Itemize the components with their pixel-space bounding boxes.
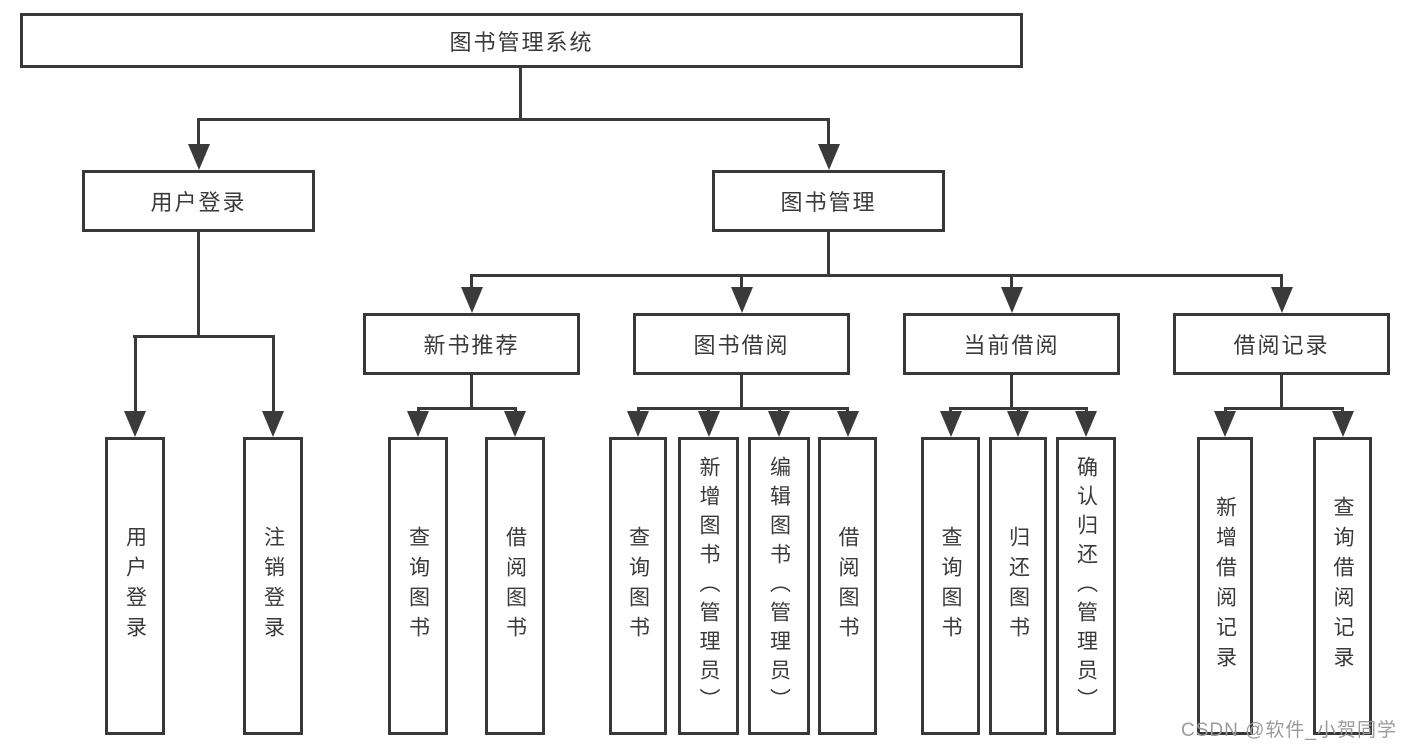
connector-user-login-stem bbox=[197, 232, 200, 338]
arrow-to-current-borrow bbox=[1000, 274, 1023, 313]
arrow-to-leaf-confirm-return-admin bbox=[1075, 407, 1097, 437]
node-user-login: 用户登录 bbox=[82, 170, 315, 232]
connector-book-management-split-line bbox=[470, 274, 1283, 277]
leaf-return-book: 归还图书 bbox=[989, 437, 1047, 735]
leaf-label: 新增借阅记录 bbox=[1213, 496, 1237, 676]
node-label: 图书管理 bbox=[780, 190, 877, 215]
connector-new-book-recommend-stem bbox=[470, 375, 473, 410]
arrow-to-leaf-query-books-2 bbox=[627, 407, 649, 437]
node-library-management-system: 图书管理系统 bbox=[20, 13, 1023, 68]
node-book-borrow: 图书借阅 bbox=[633, 313, 850, 375]
arrow-to-leaf-query-books-3 bbox=[939, 407, 962, 437]
leaf-label: 查询借阅记录 bbox=[1331, 496, 1354, 676]
leaf-label: 借阅图书 bbox=[503, 526, 527, 646]
node-label: 新书推荐 bbox=[423, 333, 520, 358]
leaf-label: 归还图书 bbox=[1006, 526, 1030, 646]
node-label: 图书管理系统 bbox=[449, 29, 594, 55]
connector-borrow-records-split-line bbox=[1223, 407, 1344, 410]
node-label: 当前借阅 bbox=[963, 333, 1060, 358]
leaf-add-borrow-record: 新增借阅记录 bbox=[1197, 437, 1253, 735]
connector-root-split-line bbox=[197, 118, 830, 121]
connector-book-borrow-split-line bbox=[636, 407, 849, 410]
node-new-book-recommend: 新书推荐 bbox=[363, 313, 580, 375]
leaf-borrow-books-2: 借阅图书 bbox=[818, 437, 877, 735]
arrow-to-leaf-logout bbox=[262, 335, 284, 437]
node-label: 图书借阅 bbox=[693, 333, 790, 358]
arrow-to-book-borrow bbox=[730, 274, 753, 313]
csdn-watermark: CSDN @软件_小贺同学 bbox=[1181, 720, 1397, 741]
connector-current-borrow-stem bbox=[1010, 375, 1013, 410]
arrow-to-leaf-add-book-admin bbox=[697, 407, 720, 437]
leaf-add-book-admin: 新增图书（管理员） bbox=[678, 437, 739, 735]
arrow-to-leaf-query-borrow-record bbox=[1331, 407, 1354, 437]
arrow-to-leaf-add-borrow-record bbox=[1214, 407, 1236, 437]
arrow-to-leaf-user-login bbox=[124, 335, 146, 437]
arrow-to-book-management bbox=[817, 118, 840, 170]
node-label: 用户登录 bbox=[150, 190, 247, 215]
leaf-user-login: 用户登录 bbox=[105, 437, 165, 735]
connector-new-book-recommend-split-line bbox=[416, 407, 517, 410]
connector-book-borrow-stem bbox=[740, 375, 743, 410]
leaf-query-borrow-record: 查询借阅记录 bbox=[1313, 437, 1372, 735]
leaf-query-books-1: 查询图书 bbox=[388, 437, 448, 735]
leaf-label: 查询图书 bbox=[406, 526, 430, 646]
leaf-label: 编辑图书（管理员） bbox=[767, 455, 791, 717]
node-book-management: 图书管理 bbox=[712, 170, 945, 232]
leaf-query-books-3: 查询图书 bbox=[921, 437, 980, 735]
leaf-logout: 注销登录 bbox=[243, 437, 303, 735]
connector-user-login-split-line bbox=[133, 335, 275, 338]
leaf-confirm-return-admin: 确认归还（管理员） bbox=[1056, 437, 1116, 735]
leaf-edit-book-admin: 编辑图书（管理员） bbox=[748, 437, 810, 735]
arrow-to-new-book-recommend bbox=[460, 274, 483, 313]
arrow-to-user-login bbox=[187, 118, 210, 170]
leaf-label: 查询图书 bbox=[626, 526, 650, 646]
arrow-to-leaf-query-books-1 bbox=[407, 407, 429, 437]
node-current-borrow: 当前借阅 bbox=[903, 313, 1120, 375]
arrow-to-borrow-records bbox=[1270, 274, 1293, 313]
arrow-to-leaf-borrow-books-1 bbox=[504, 407, 526, 437]
leaf-label: 确认归还（管理员） bbox=[1074, 455, 1098, 717]
connector-root-stem bbox=[519, 68, 522, 121]
leaf-query-books-2: 查询图书 bbox=[609, 437, 667, 735]
connector-borrow-records-stem bbox=[1280, 375, 1283, 410]
leaf-label: 借阅图书 bbox=[836, 526, 859, 646]
leaf-label: 注销登录 bbox=[261, 526, 285, 646]
leaf-label: 新增图书（管理员） bbox=[697, 455, 720, 717]
leaf-label: 用户登录 bbox=[123, 526, 147, 646]
arrow-to-leaf-edit-book-admin bbox=[768, 407, 790, 437]
arrow-to-leaf-return-book bbox=[1007, 407, 1029, 437]
leaf-borrow-books-1: 借阅图书 bbox=[485, 437, 545, 735]
connector-book-management-stem bbox=[827, 232, 830, 277]
arrow-to-leaf-borrow-books-2 bbox=[836, 407, 859, 437]
node-borrow-records: 借阅记录 bbox=[1173, 313, 1390, 375]
leaf-label: 查询图书 bbox=[939, 526, 962, 646]
node-label: 借阅记录 bbox=[1233, 333, 1330, 358]
